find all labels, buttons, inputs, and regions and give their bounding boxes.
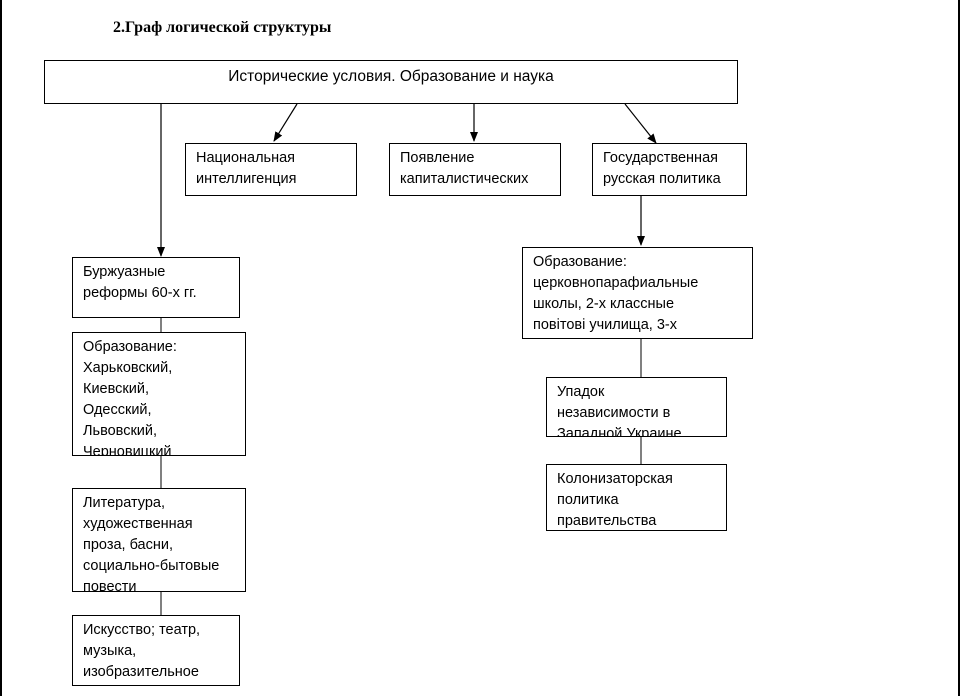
node-text-line: повітові училища, 3-х — [533, 317, 677, 333]
node-text-line: музыка, — [83, 643, 137, 659]
node-text-line: Колонизаторская — [557, 471, 673, 487]
arrow-root-to-intelligentsia — [273, 103, 298, 142]
node-text-line: Киевский, — [83, 381, 149, 397]
node-text-line: художественная — [83, 516, 193, 532]
node-capitalist-emergence: Появление капиталистических — [389, 143, 561, 196]
node-historical-conditions: Исторические условия. Образование и наук… — [44, 60, 738, 104]
node-text-line: проза, басни, — [83, 537, 174, 553]
node-text-line: Государственная — [603, 150, 718, 166]
node-art: Искусство; театр, музыка, изобразительно… — [72, 615, 240, 686]
node-text-line: политика — [557, 492, 619, 508]
node-text-line: Западной Украине — [557, 426, 682, 437]
node-text-line: Искусство; театр, — [83, 622, 201, 638]
node-education-universities: Образование: Харьковский, Киевский, Одес… — [72, 332, 246, 456]
node-text-line: независимости в — [557, 405, 671, 421]
node-text-line: Упадок — [557, 384, 605, 400]
node-text-line: русская политика — [603, 171, 721, 187]
node-text-line: Появление — [400, 150, 475, 166]
node-bourgeois-reforms: Буржуазные реформы 60-х гг. — [72, 257, 240, 318]
node-text-line: Харьковский, — [83, 360, 173, 376]
node-text-line: Буржуазные — [83, 264, 166, 280]
node-text-line: Образование: — [83, 339, 177, 355]
diagram-title: 2.Граф логической структуры — [113, 19, 332, 36]
node-text-line: капиталистических — [400, 171, 529, 187]
node-text-line: интеллигенция — [196, 171, 297, 187]
node-text-line: Черновицкий — [83, 444, 172, 456]
node-text-line: повести — [83, 579, 137, 592]
node-text-line: Львовский, — [83, 423, 158, 439]
page-right-border — [958, 0, 960, 696]
node-text-line: Образование: — [533, 254, 627, 270]
node-text-line: правительства — [557, 513, 657, 529]
node-text-line: изобразительное — [83, 664, 199, 680]
node-state-russian-policy: Государственная русская политика — [592, 143, 747, 196]
node-decline-independence: Упадок независимости в Западной Украине — [546, 377, 727, 437]
node-text-line: церковнопарафиальные — [533, 275, 699, 291]
node-literature: Литература, художественная проза, басни,… — [72, 488, 246, 592]
node-text-line: социально-бытовые — [83, 558, 220, 574]
node-text-line: Одесский, — [83, 402, 152, 418]
node-national-intelligentsia: Национальная интеллигенция — [185, 143, 357, 196]
arrow-root-to-state-policy — [624, 103, 657, 144]
node-education-schools: Образование: церковнопарафиальные школы,… — [522, 247, 753, 339]
page-left-border — [0, 0, 2, 696]
node-colonial-policy: Колонизаторская политика правительства — [546, 464, 727, 531]
node-text-line: реформы 60-х гг. — [83, 285, 197, 301]
node-text-line: Исторические условия. Образование и наук… — [228, 68, 554, 85]
node-text-line: школы, 2-х классные — [533, 296, 675, 312]
node-text-line: Национальная — [196, 150, 296, 166]
node-text-line: Литература, — [83, 495, 166, 511]
